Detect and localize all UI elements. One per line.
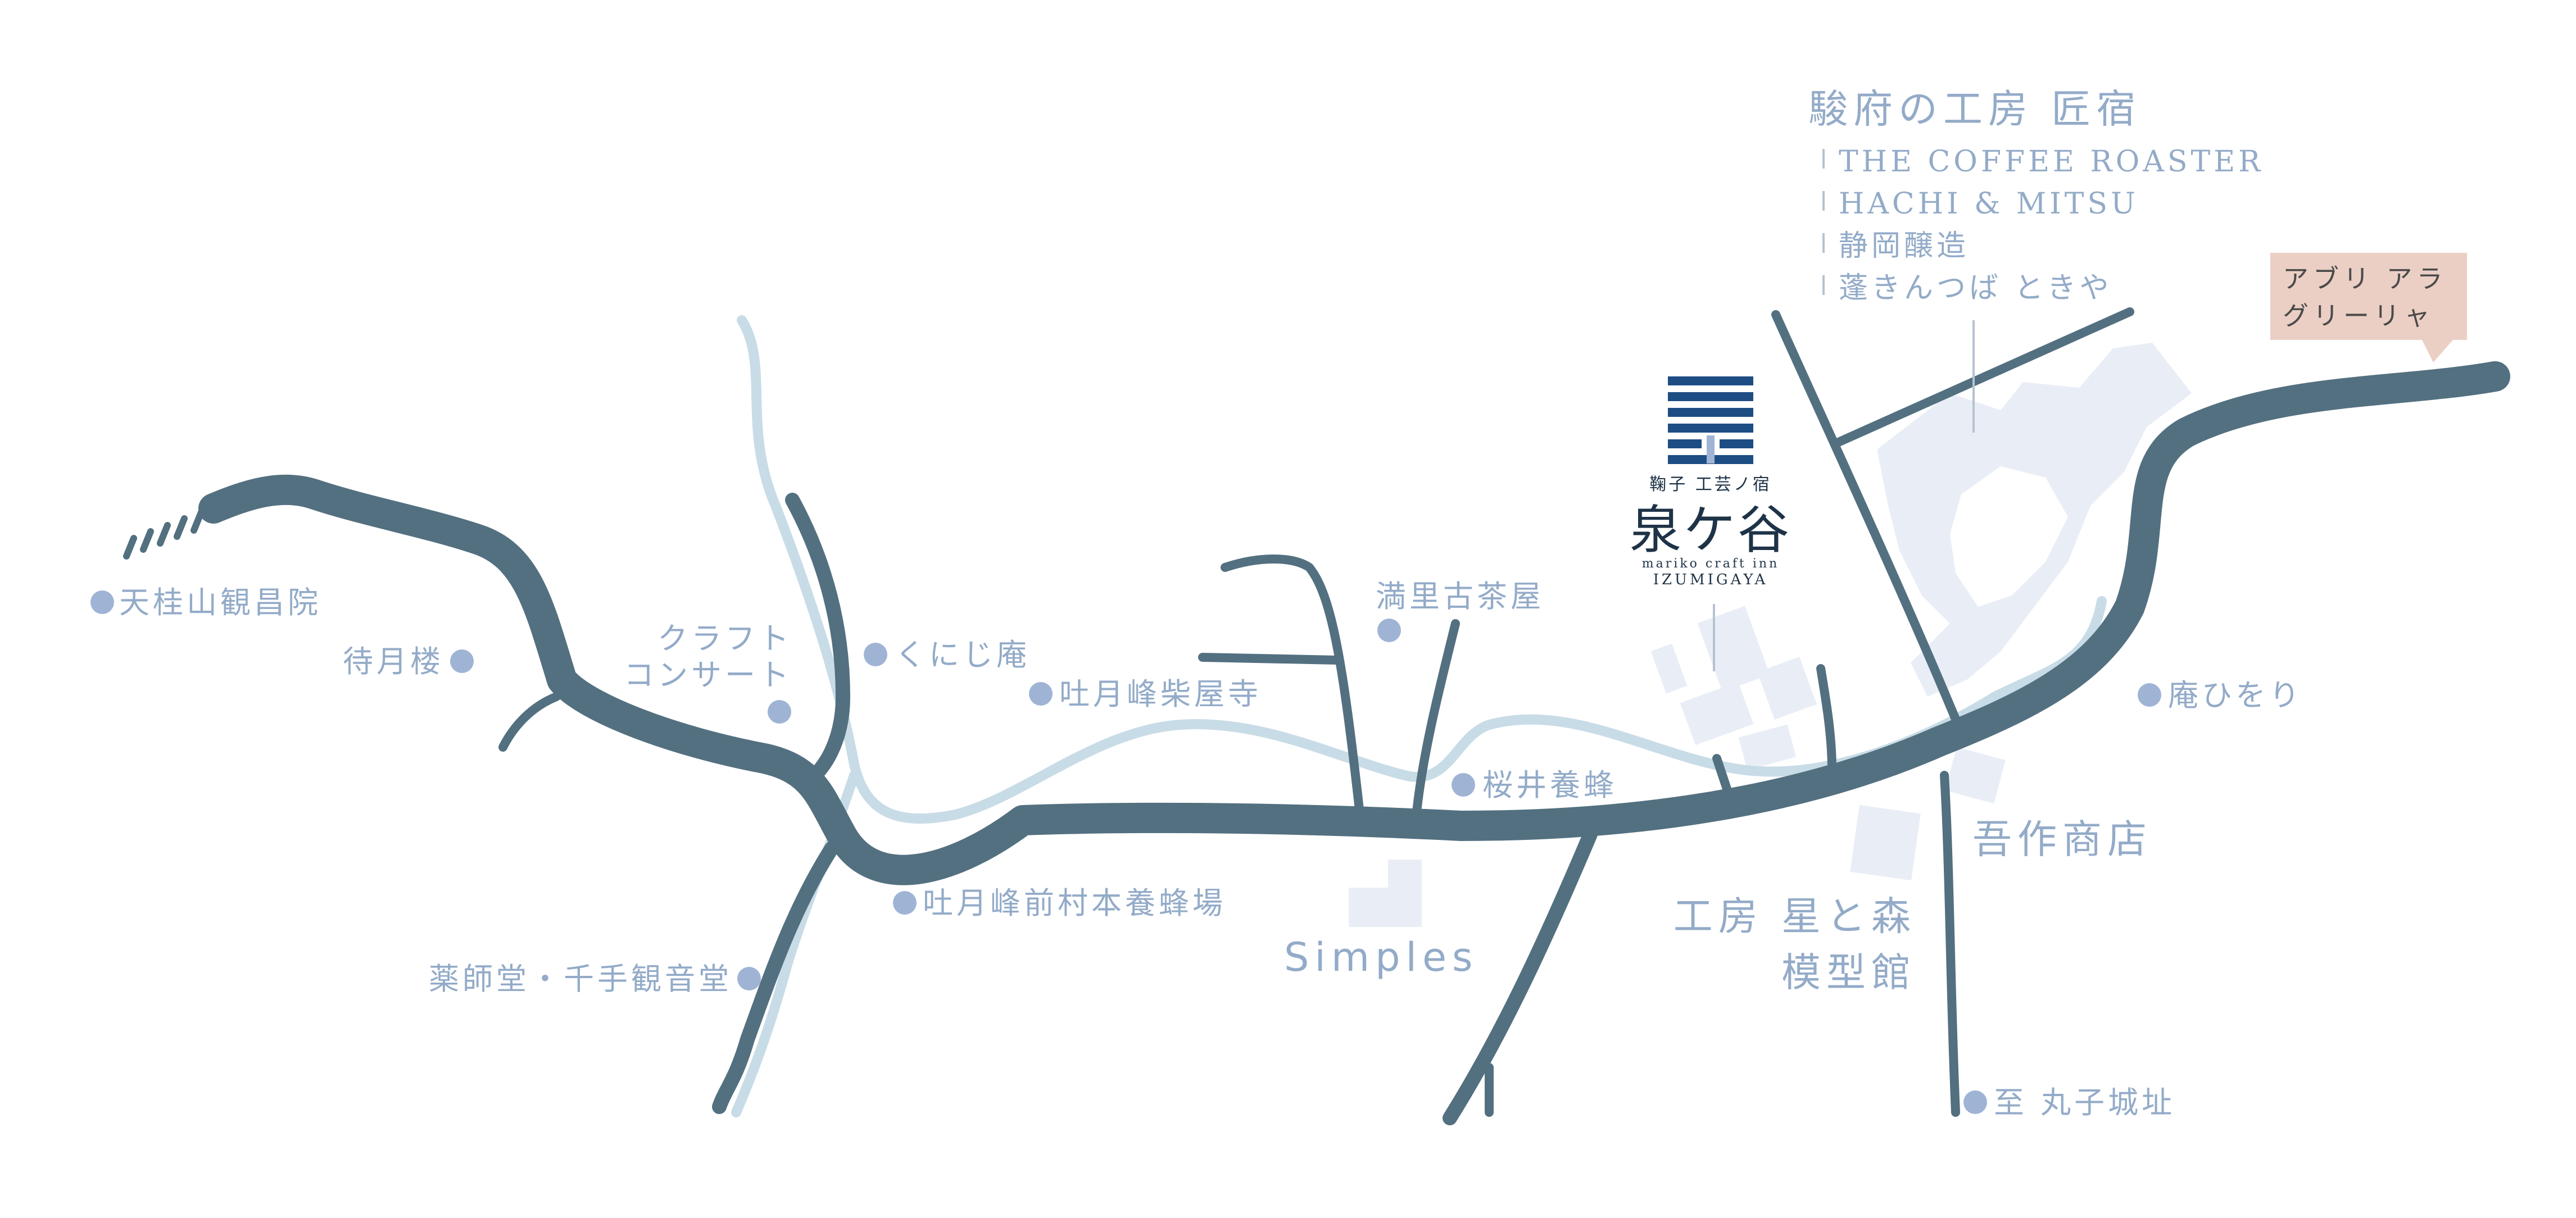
kunijian-marker-icon [864, 643, 887, 666]
logo-romaji: mariko craft inn [1642, 557, 1779, 571]
road-small-1 [1712, 754, 1733, 797]
tohoji-marker-icon [1029, 682, 1053, 706]
road-mantea [1412, 619, 1460, 822]
tenkeisan-marker-icon [90, 590, 114, 614]
road-hamlet [1221, 555, 1364, 819]
building-block [1945, 747, 2006, 804]
anhiwori-marker-icon [2138, 683, 2161, 707]
logo-name: 泉ケ谷 [1630, 500, 1792, 560]
place-markers: 天桂山観昌院 待月楼 クラフト コンサート くにじ庵 吐月峰柴屋寺 満里古茶屋 … [90, 579, 2303, 1120]
building-block [1850, 805, 1921, 881]
izumigaya-mark-icon [1668, 376, 1753, 464]
road-small-2 [1816, 664, 1836, 774]
place-mantea: 満里古茶屋 [1376, 579, 1544, 614]
place-anhiwori: 庵ひをり [2168, 678, 2303, 713]
place-tenkeisan: 天桂山観昌院 [119, 585, 321, 620]
leader-lines [1713, 149, 1975, 671]
place-simples: Simples [1284, 934, 1479, 980]
road-southwest [712, 841, 839, 1114]
mantea-marker-icon [1377, 619, 1401, 642]
craft-concert-marker-icon [768, 700, 791, 724]
logo-tagline: 鞠子 工芸ノ宿 [1649, 475, 1772, 494]
road-south-center [1443, 827, 1598, 1125]
road-hamlet-spur [1198, 653, 1342, 665]
callout-bubble [2270, 253, 2467, 362]
place-marikojo: 至 丸子城址 [1994, 1085, 2175, 1120]
building-block [1680, 681, 1754, 746]
maemura-marker-icon [893, 891, 917, 915]
place-hoshimori-line1: 工房 星と森 [1674, 893, 1916, 939]
building-block [1697, 606, 1770, 692]
sunpu-shop-hachimitsu: HACHI & MITSU [1839, 187, 2139, 221]
main-road [198, 361, 2510, 885]
place-gosaku: 吾作商店 [1972, 816, 2152, 862]
takumishuku-courtyard [1950, 466, 2068, 607]
marikojo-marker-icon [1963, 1090, 1987, 1114]
building-block [1650, 643, 1688, 694]
buildings [1349, 343, 2192, 927]
road-marikojo [1940, 771, 1960, 1117]
road-branch-west [498, 692, 561, 752]
sunpu-shop-jozo: 静岡醸造 [1839, 229, 1969, 263]
place-maemura: 吐月峰前村本養蜂場 [923, 885, 1226, 921]
road-takumishuku-diagonal [1771, 310, 1960, 724]
building-block [1738, 724, 1797, 770]
callout-abri-ala-grelha: アブリ アラ グリーリャ [2270, 253, 2467, 362]
callout-line1: アブリ アラ [2283, 263, 2447, 294]
place-sakurai: 桜井養蜂 [1482, 767, 1617, 803]
izumigaya-logo: 鞠子 工芸ノ宿 泉ケ谷 mariko craft inn IZUMIGAYA [1630, 376, 1792, 588]
railway-hatch [123, 509, 205, 560]
place-taigetsuro: 待月楼 [343, 644, 444, 679]
callout-line2: グリーリャ [2283, 301, 2434, 331]
place-yakushido: 薬師堂・千手観音堂 [429, 961, 732, 997]
place-craft-concert-line1: クラフト [657, 621, 792, 656]
sunpu-takumishuku: 駿府の工房 匠宿 THE COFFEE ROASTER HACHI & MITS… [1808, 86, 2264, 305]
yakushido-marker-icon [737, 967, 761, 990]
place-craft-concert-line2: コンサート [624, 657, 792, 693]
place-hoshimori-line2: 模型館 [1781, 949, 1916, 996]
sakurai-marker-icon [1452, 773, 1475, 797]
sunpu-shop-tokiya: 蓬きんつば ときや [1839, 271, 2112, 305]
road-kunijian [785, 493, 850, 783]
sunpu-title: 駿府の工房 匠宿 [1808, 86, 2141, 132]
simples-building [1349, 860, 1422, 927]
logo-roman-name: IZUMIGAYA [1653, 571, 1768, 588]
road-takumishuku-north [1830, 307, 2134, 448]
roads [123, 307, 2510, 1125]
sunpu-shop-coffee: THE COFFEE ROASTER [1839, 145, 2264, 179]
place-tohoji: 吐月峰柴屋寺 [1059, 676, 1262, 712]
place-kunijian: くにじ庵 [895, 637, 1030, 672]
building-block [1757, 657, 1817, 720]
taigetsuro-marker-icon [450, 649, 474, 673]
